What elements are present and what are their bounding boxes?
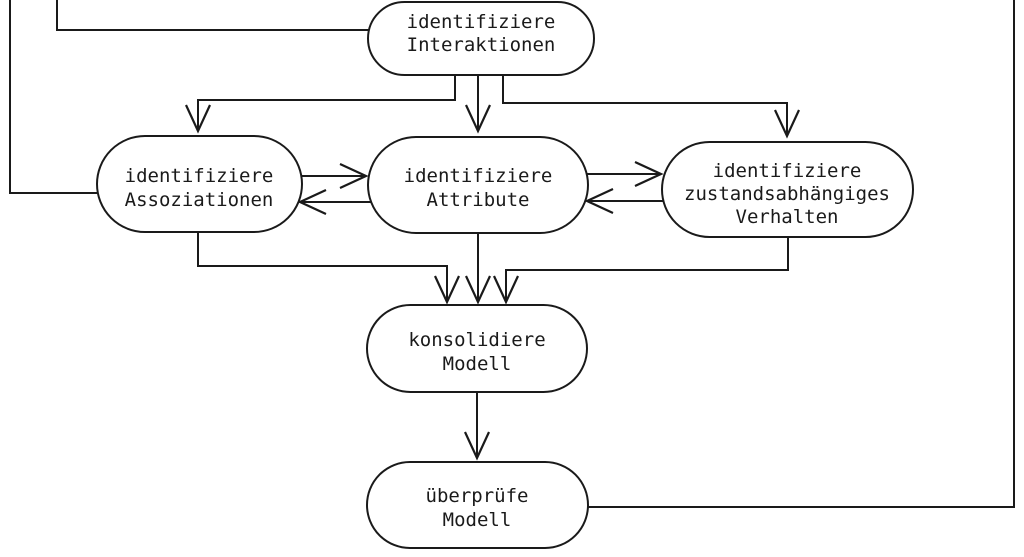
node-attribute-label-line2: Attribute — [427, 189, 530, 211]
node-identifiziere-assoziationen: identifiziere Assoziationen — [96, 135, 303, 233]
node-verhalten-label-line1: identifiziere — [713, 160, 862, 182]
edge-assoziationen-to-konsolidiere — [197, 231, 460, 305]
edge-verhalten-to-konsolidiere — [493, 236, 789, 305]
node-interaktionen-label-line1: identifiziere — [407, 11, 556, 33]
edge-interaktionen-to-assoziationen — [185, 74, 456, 134]
node-assoziationen-label-line1: identifiziere — [125, 165, 274, 187]
node-attribute-shape — [367, 136, 589, 234]
node-identifiziere-interaktionen: identifiziere Interaktionen — [367, 1, 595, 76]
node-interaktionen-shape — [367, 1, 595, 76]
node-identifiziere-zustandsabhaengiges-verhalten: identifiziere zustandsabhängiges Verhalt… — [661, 141, 914, 238]
node-ueberpruefe-label-line1: überprüfe — [426, 485, 529, 507]
edge-ueberpruefe-feedback-right — [587, 0, 1015, 508]
node-attribute-label-line1: identifiziere — [404, 165, 553, 187]
edge-interaktionen-to-verhalten — [502, 74, 800, 139]
node-verhalten-label-line3: Verhalten — [736, 206, 839, 228]
node-ueberpruefe-label-line2: Modell — [443, 509, 512, 531]
node-interaktionen-label-line2: Interaktionen — [407, 34, 556, 56]
node-konsolidiere-modell: konsolidiere Modell — [366, 304, 588, 393]
node-konsolidiere-shape — [366, 304, 588, 393]
node-konsolidiere-label-line1: konsolidiere — [408, 329, 545, 351]
node-verhalten-shape — [661, 141, 914, 238]
node-assoziationen-shape — [96, 135, 303, 233]
node-ueberpruefe-shape — [366, 461, 589, 549]
node-konsolidiere-label-line2: Modell — [443, 353, 512, 375]
edge-feedback-left-to-interaktionen — [56, 0, 369, 31]
node-verhalten-label-line2: zustandsabhängiges — [684, 183, 890, 205]
edges — [9, 0, 1015, 508]
node-assoziationen-label-line2: Assoziationen — [125, 189, 274, 211]
node-ueberpruefe-modell: überprüfe Modell — [366, 461, 589, 549]
node-identifiziere-attribute: identifiziere Attribute — [367, 136, 589, 234]
edge-feedback-left-to-assoziationen — [9, 0, 98, 194]
